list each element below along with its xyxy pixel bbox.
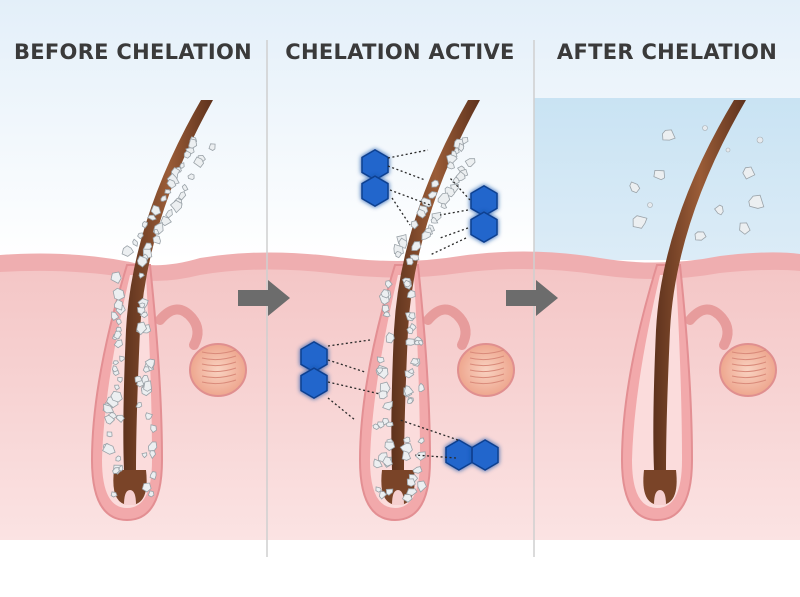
mineral-crystal-icon — [406, 258, 413, 265]
panel-title-active: CHELATION ACTIVE — [267, 40, 533, 72]
mineral-crystal-icon — [116, 456, 121, 461]
mineral-particle — [648, 203, 653, 208]
mineral-crystal-icon — [107, 432, 112, 437]
panel-title-before: BEFORE CHELATION — [0, 40, 266, 72]
mineral-crystal-icon — [165, 190, 171, 194]
mineral-crystal-icon — [111, 492, 117, 497]
panel-title-after: AFTER CHELATION — [534, 40, 800, 72]
sky-after-panel — [534, 98, 800, 260]
mineral-crystal-icon — [149, 491, 154, 497]
mineral-particle — [726, 148, 730, 152]
mineral-particle — [757, 137, 763, 143]
mineral-crystal-icon — [379, 391, 388, 399]
mineral-crystal-icon — [406, 339, 414, 346]
mineral-crystal-icon — [144, 381, 152, 391]
mineral-crystal-icon — [111, 391, 122, 402]
mineral-crystal-icon — [407, 479, 415, 487]
mineral-particle — [703, 126, 708, 131]
